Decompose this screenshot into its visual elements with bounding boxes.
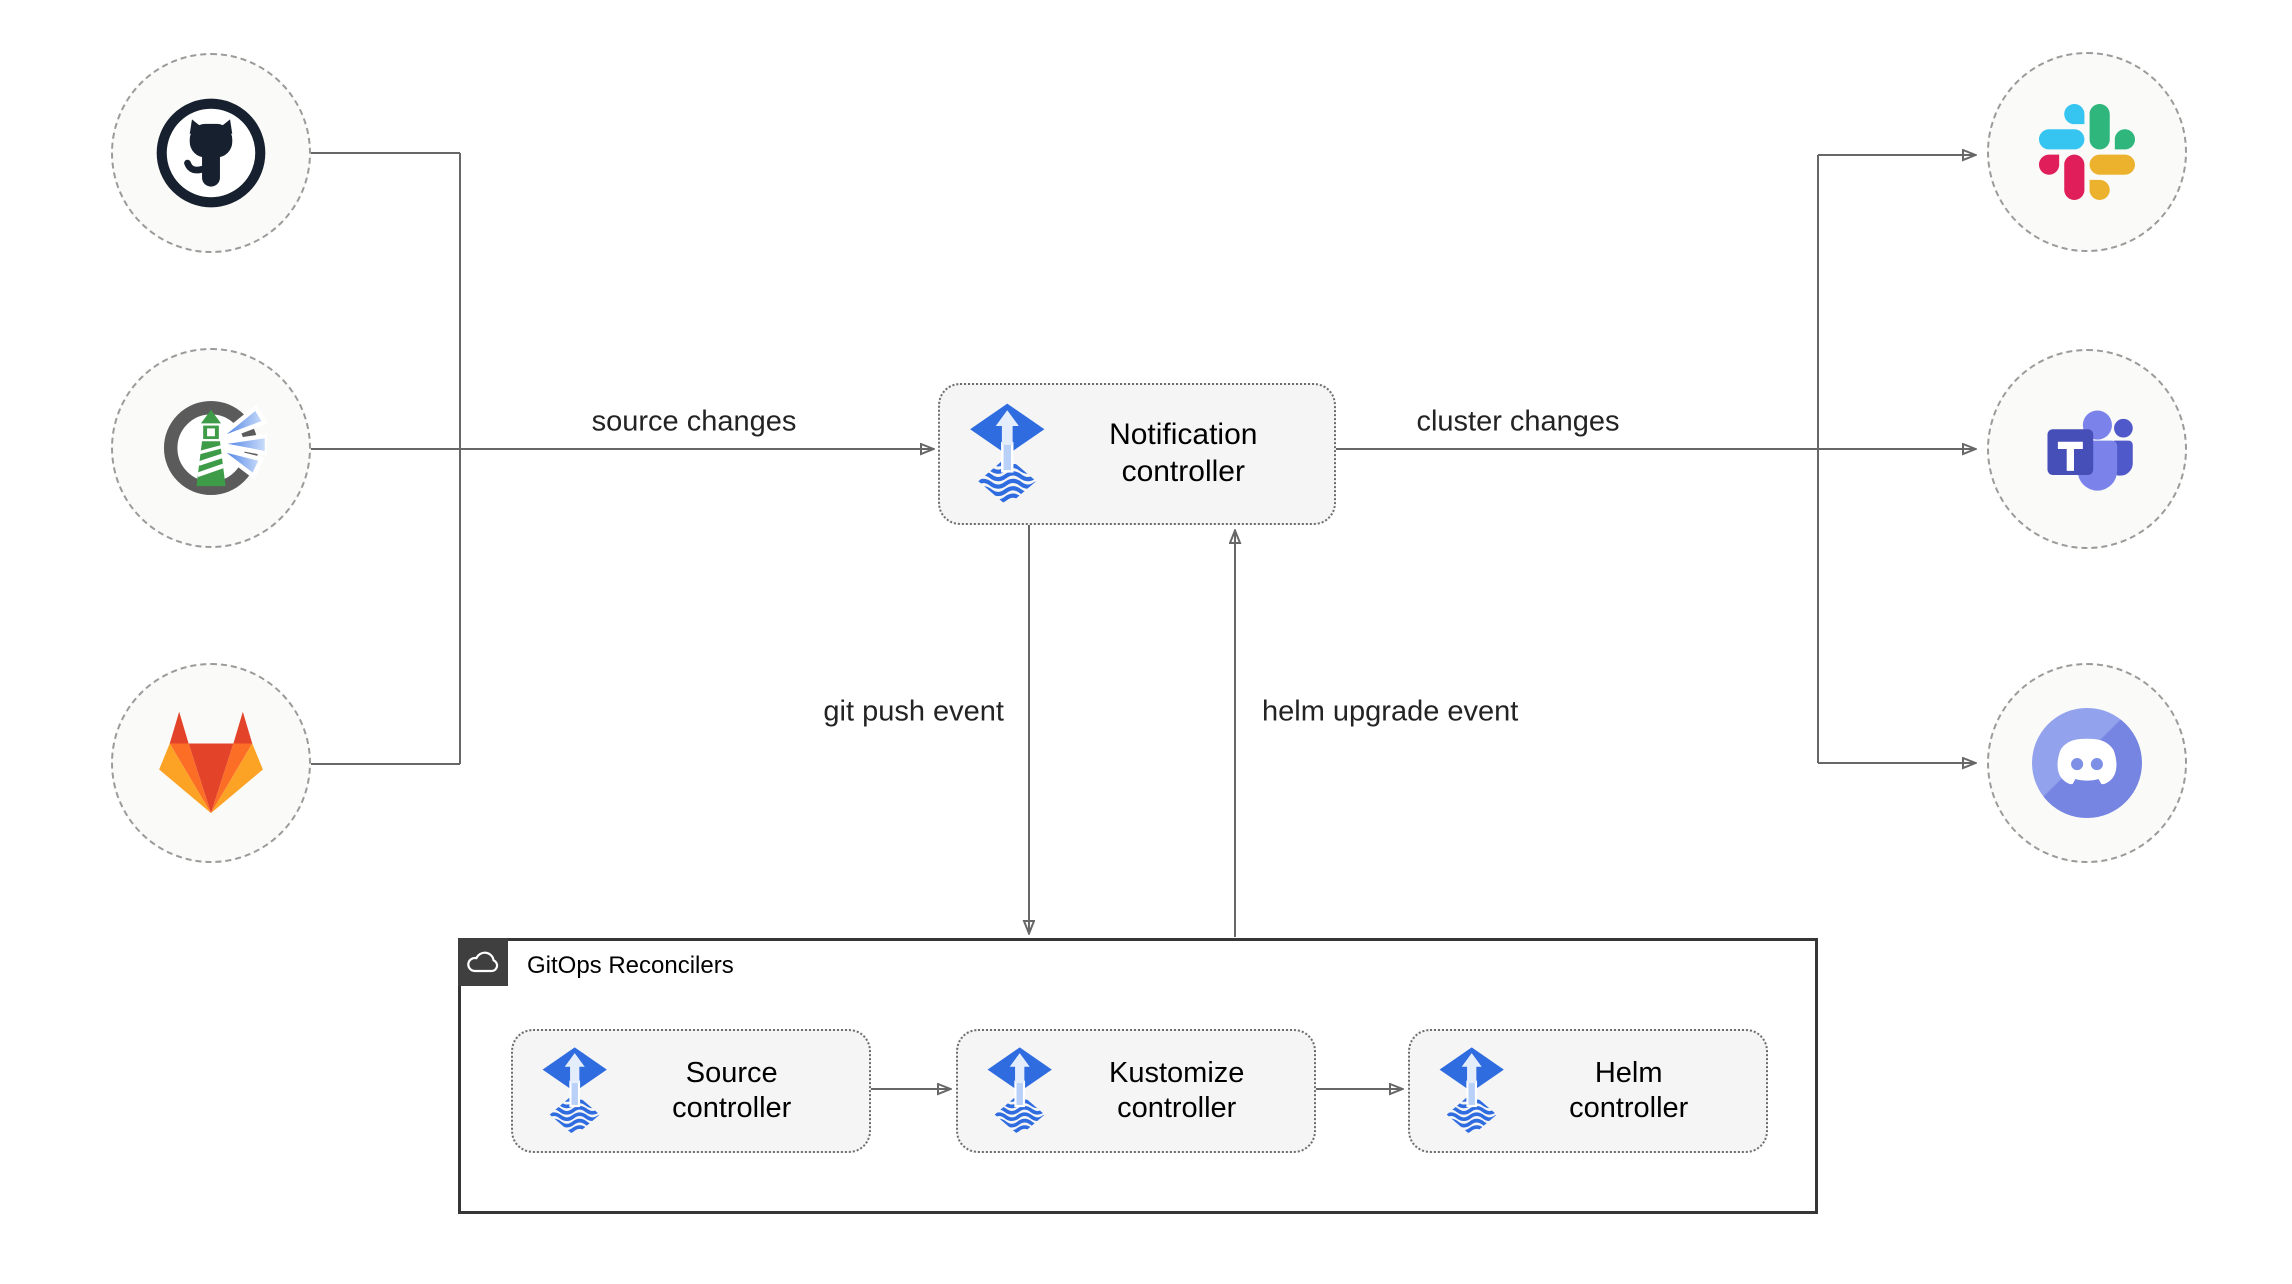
source-controller-node: Source controller [511, 1029, 871, 1153]
helm-controller-node: Helm controller [1408, 1029, 1768, 1153]
source-controller-label: Source controller [672, 1056, 792, 1124]
teams-node [1987, 349, 2187, 549]
cluster-changes-label: cluster changes [1410, 405, 1626, 439]
helm-controller-label: Helm controller [1569, 1056, 1689, 1124]
notification-controller-node: Notification controller [938, 383, 1336, 525]
notification-controller-label: Notification controller [1109, 418, 1258, 488]
microsoft-teams-icon [2047, 410, 2133, 491]
group-badge [458, 938, 508, 986]
discord-icon [2032, 708, 2142, 818]
helm-upgrade-event-label: helm upgrade event [1256, 695, 1525, 729]
group-title: GitOps Reconcilers [527, 952, 734, 979]
discord-node [1987, 663, 2187, 863]
source-changes-label: source changes [585, 405, 803, 439]
git-push-event-label: git push event [817, 695, 1010, 729]
github-icon [156, 98, 266, 208]
gitlab-icon [159, 711, 263, 814]
flux-icon [966, 402, 1049, 506]
slack-icon [2039, 104, 2135, 200]
github-node [111, 53, 311, 253]
flux-icon [539, 1046, 610, 1136]
harbor-icon [163, 400, 267, 496]
slack-node [1987, 52, 2187, 252]
kustomize-controller-node: Kustomize controller [956, 1029, 1316, 1153]
flux-icon [1436, 1046, 1507, 1136]
cloud-icon [467, 951, 499, 973]
kustomize-controller-label: Kustomize controller [1109, 1056, 1245, 1124]
harbor-node [111, 348, 311, 548]
gitops-reconcilers-group: GitOps Reconcilers Source controller Kus… [458, 938, 1818, 1214]
flux-icon [984, 1046, 1055, 1136]
gitlab-node [111, 663, 311, 863]
